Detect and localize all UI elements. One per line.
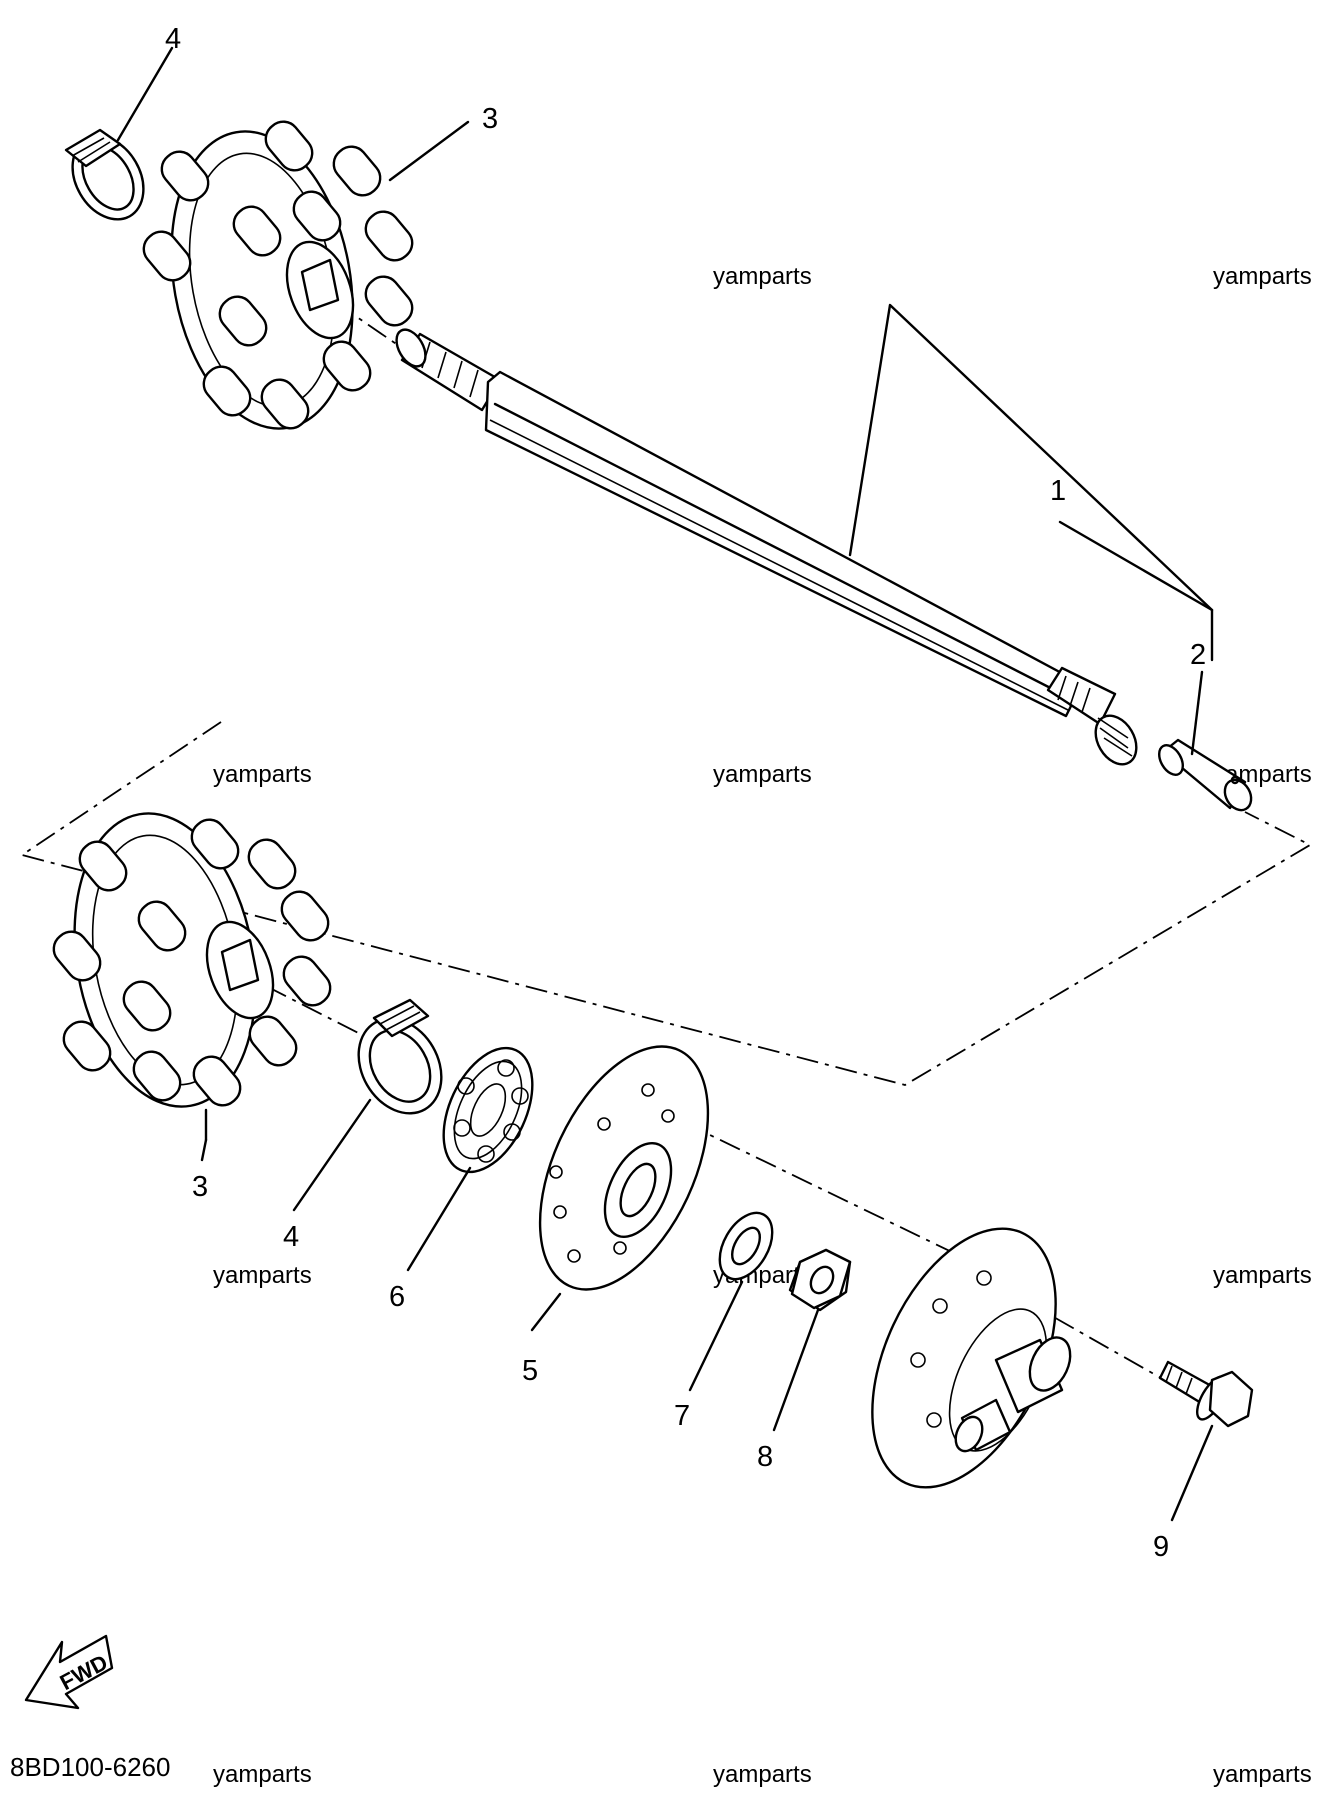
watermark-layer: yamparts yamparts yamparts yamparts yamp… (213, 263, 1312, 1788)
watermark: yamparts (713, 263, 812, 290)
diagram-code: 8BD100-6260 (10, 1752, 170, 1782)
callout-4: 4 (165, 23, 181, 55)
leader-lines (116, 46, 1214, 1522)
hub-plate (538, 1045, 710, 1291)
callout-3: 3 (482, 103, 498, 135)
callout-7: 7 (674, 1400, 690, 1432)
ball-bearing (442, 1046, 534, 1174)
lower-sprocket-wheel (52, 812, 332, 1142)
upper-hose-clamp (64, 128, 145, 221)
shaft-end-bolt (1158, 738, 1253, 812)
upper-sprocket-wheel (142, 120, 414, 430)
wheel-hub (871, 1227, 1072, 1489)
washer (718, 1211, 774, 1281)
watermark: yamparts (213, 1761, 312, 1788)
watermark: yamparts (213, 1262, 312, 1289)
callout-4: 4 (283, 1221, 299, 1253)
hex-nut (788, 1248, 852, 1312)
callout-8: 8 (757, 1441, 773, 1473)
lower-hose-clamp (357, 998, 443, 1115)
callout-5: 5 (522, 1355, 538, 1387)
fwd-arrow-icon: FWD (24, 1634, 114, 1710)
callout-2: 2 (1190, 639, 1206, 671)
sprocket-teeth (142, 120, 414, 430)
watermark: yamparts (713, 1761, 812, 1788)
watermark: yamparts (213, 761, 312, 788)
flange-bolt (1158, 1360, 1254, 1428)
watermark: yamparts (1213, 263, 1312, 290)
sprocket-teeth (52, 818, 332, 1107)
watermark: yamparts (1213, 1262, 1312, 1289)
callout-9: 9 (1153, 1531, 1169, 1563)
callouts: 4 3 1 2 3 4 6 5 7 8 9 (165, 23, 1206, 1563)
watermark: yamparts (1213, 1761, 1312, 1788)
callout-1: 1 (1050, 475, 1066, 507)
callout-6: 6 (389, 1281, 405, 1313)
drive-shaft (395, 328, 1138, 766)
watermark: yamparts (713, 761, 812, 788)
callout-3: 3 (192, 1171, 208, 1203)
